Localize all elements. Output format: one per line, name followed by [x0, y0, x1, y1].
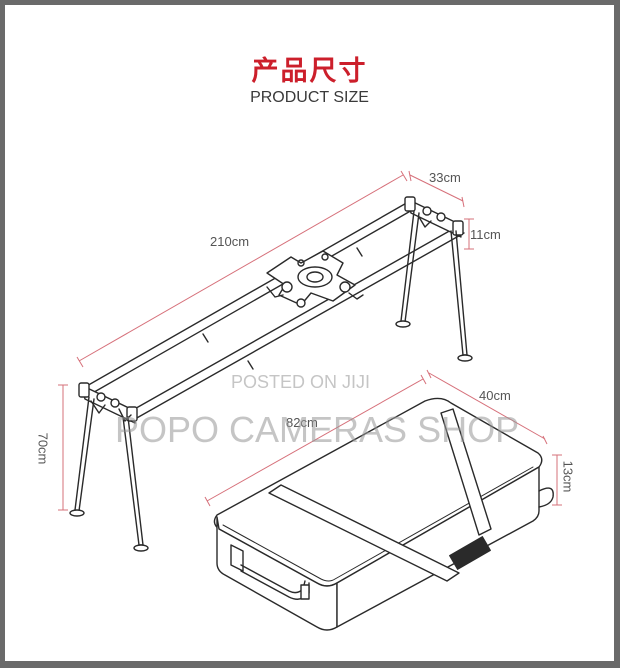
- rear-end-plate: [404, 196, 464, 238]
- dimension-lines: [58, 170, 562, 511]
- product-drawing: [58, 170, 562, 631]
- dimension-stand-height-label: 70cm: [35, 432, 51, 465]
- dimension-case-height-label: 13cm: [560, 460, 576, 493]
- front-legs: [69, 396, 149, 552]
- dimension-case-length-label: 82cm: [286, 415, 318, 430]
- dimension-case-depth-label: 40cm: [479, 388, 511, 403]
- front-end-plate: [78, 382, 138, 424]
- product-size-image: 产品尺寸 PRODUCT SIZE: [5, 5, 614, 661]
- rear-legs: [395, 210, 473, 362]
- title-english: PRODUCT SIZE: [250, 89, 369, 106]
- title-chinese: 产品尺寸: [251, 56, 368, 87]
- dimension-rail-height-label: 11cm: [470, 227, 501, 242]
- carriage-plate: [266, 250, 364, 308]
- watermark-posted: POSTED ON JIJI: [231, 372, 371, 392]
- dimension-width-label: 33cm: [429, 170, 461, 185]
- watermark-shop: POPO CAMERAS SHOP: [115, 409, 520, 450]
- dimension-length-label: 210cm: [210, 234, 250, 249]
- carrying-case: [213, 397, 554, 631]
